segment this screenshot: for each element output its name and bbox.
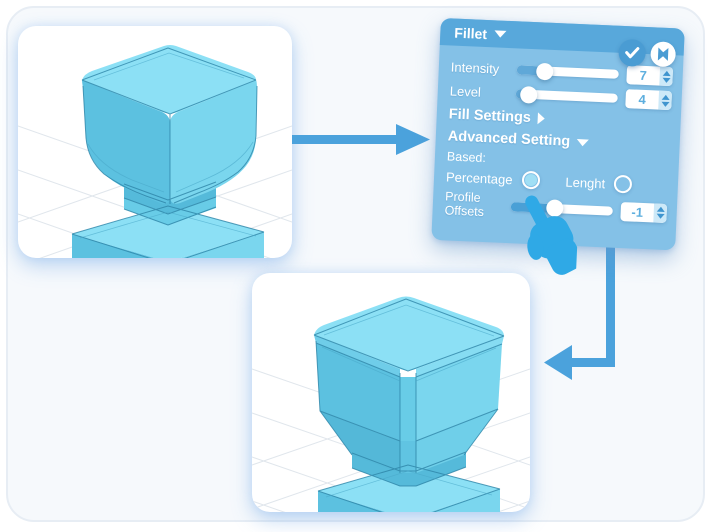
spin-down-icon[interactable] — [661, 77, 671, 83]
spin-down-icon[interactable] — [660, 101, 670, 107]
level-label: Level — [449, 83, 482, 100]
spin-up-icon[interactable] — [662, 70, 671, 76]
close-icon — [657, 47, 669, 61]
intensity-spinner-arrows[interactable] — [659, 66, 674, 87]
profile-offsets-label: Profile Offsets — [444, 189, 485, 220]
spin-up-icon[interactable] — [661, 94, 670, 100]
caret-right-icon — [537, 112, 546, 125]
confirm-button[interactable] — [618, 38, 647, 67]
level-spinbox[interactable]: 4 — [625, 89, 673, 111]
spin-down-icon[interactable] — [655, 213, 665, 220]
hand-cursor-icon — [525, 195, 580, 275]
arrow-right-icon — [292, 124, 430, 155]
level-value: 4 — [638, 91, 647, 108]
level-spinner-arrows[interactable] — [658, 90, 673, 111]
fill-settings-toggle[interactable]: Fill Settings — [448, 106, 670, 132]
panel-title: Fillet — [454, 24, 488, 42]
intensity-spinbox[interactable]: 7 — [626, 65, 674, 87]
level-slider-thumb[interactable] — [520, 85, 538, 104]
percentage-radio[interactable] — [521, 170, 540, 190]
intensity-value: 7 — [639, 67, 648, 84]
viewport-after — [252, 273, 530, 512]
fill-settings-label: Fill Settings — [448, 106, 532, 127]
profile-spinner-arrows[interactable] — [653, 203, 668, 223]
fillet-panel: Fillet Intensity — [431, 18, 685, 275]
check-icon — [625, 47, 640, 59]
level-slider[interactable] — [515, 85, 618, 104]
intensity-label: Intensity — [450, 59, 500, 77]
percentage-label: Percentage — [445, 168, 513, 187]
model-after-illustration — [252, 296, 530, 512]
caret-down-icon — [577, 138, 590, 147]
profile-offsets-value: -1 — [631, 204, 644, 220]
length-radio[interactable] — [613, 174, 633, 194]
close-button[interactable] — [650, 41, 677, 68]
viewport-before — [18, 26, 292, 258]
arrow-down-left-icon — [544, 247, 615, 380]
spin-up-icon[interactable] — [656, 206, 665, 213]
model-before-illustration — [18, 45, 292, 258]
level-row: Level 4 — [449, 81, 673, 111]
advanced-setting-label: Advanced Setting — [447, 128, 571, 150]
profile-offsets-spinbox[interactable]: -1 — [620, 201, 668, 223]
intensity-slider-thumb[interactable] — [535, 62, 554, 80]
caret-down-icon — [493, 30, 507, 38]
intensity-slider[interactable] — [516, 62, 619, 80]
length-label: Lenght — [565, 174, 606, 191]
